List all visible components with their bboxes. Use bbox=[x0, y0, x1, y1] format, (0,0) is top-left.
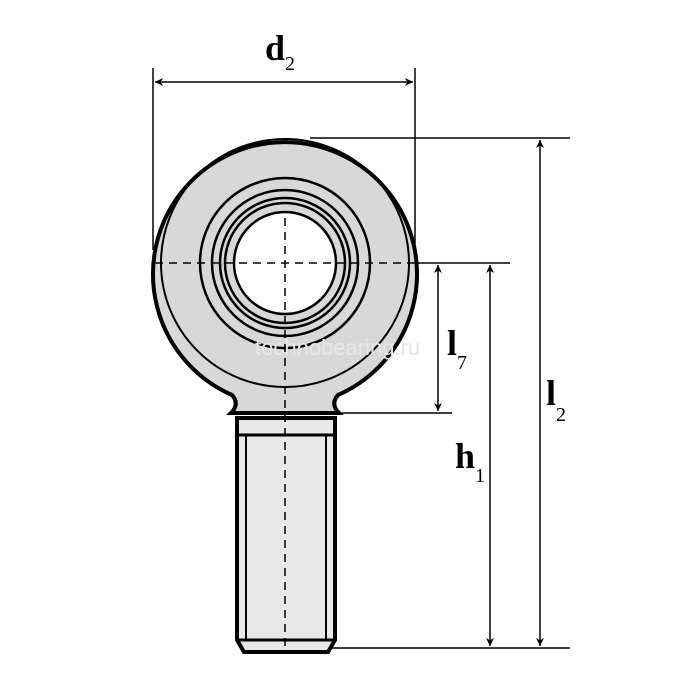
d2-label: d2 bbox=[265, 28, 295, 75]
l7-label: l7 bbox=[447, 323, 467, 374]
h1-label: h1 bbox=[455, 436, 485, 487]
dimension-arrows bbox=[155, 78, 544, 646]
threaded-shank bbox=[235, 416, 337, 654]
l2-label: l2 bbox=[546, 373, 566, 426]
extension-lines bbox=[152, 68, 570, 649]
center-lines bbox=[155, 218, 415, 652]
watermark: technobearing.ru bbox=[255, 335, 420, 360]
